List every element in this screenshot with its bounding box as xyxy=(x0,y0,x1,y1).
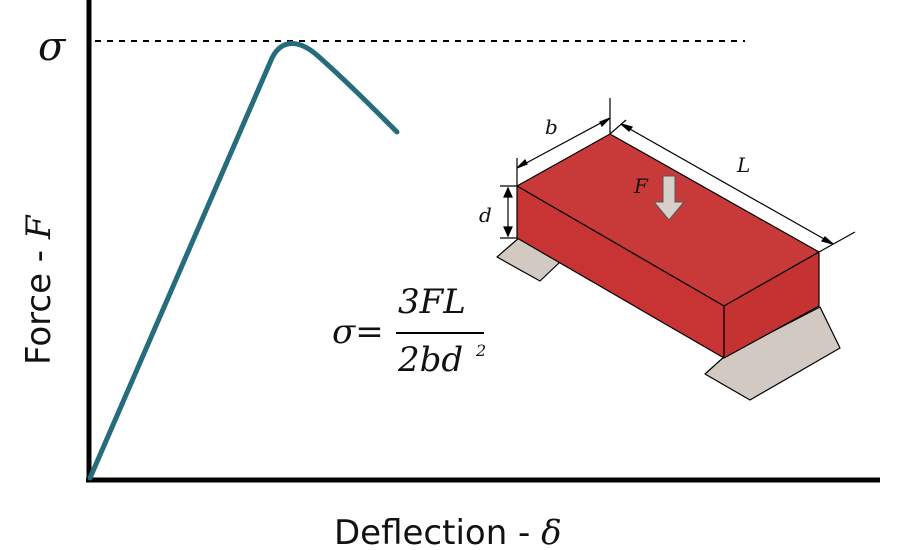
dimension-d xyxy=(500,185,517,239)
dimension-l-label: L xyxy=(736,153,750,177)
formula-denominator: 2bd xyxy=(397,340,463,380)
formula-exponent: 2 xyxy=(475,341,486,360)
beam-end-face xyxy=(723,251,820,359)
flexural-stress-formula: σ= 3FL 2bd 2 xyxy=(332,282,486,380)
force-deflection-curve xyxy=(87,41,400,481)
force-label: F xyxy=(633,174,649,198)
x-axis-label: Deflection - δ xyxy=(334,513,562,550)
y-axis-label: Force - F xyxy=(19,214,59,365)
force-arrow xyxy=(652,175,686,221)
dimension-l xyxy=(609,119,856,253)
dimension-b xyxy=(516,98,611,186)
dimension-b-label: b xyxy=(545,115,558,139)
peak-stress-symbol: σ xyxy=(38,24,67,70)
formula-numerator: 3FL xyxy=(398,282,466,322)
beam-illustration: F b L d xyxy=(479,98,856,401)
dimension-d-label: d xyxy=(479,203,492,227)
formula-lhs: σ= xyxy=(332,312,384,352)
